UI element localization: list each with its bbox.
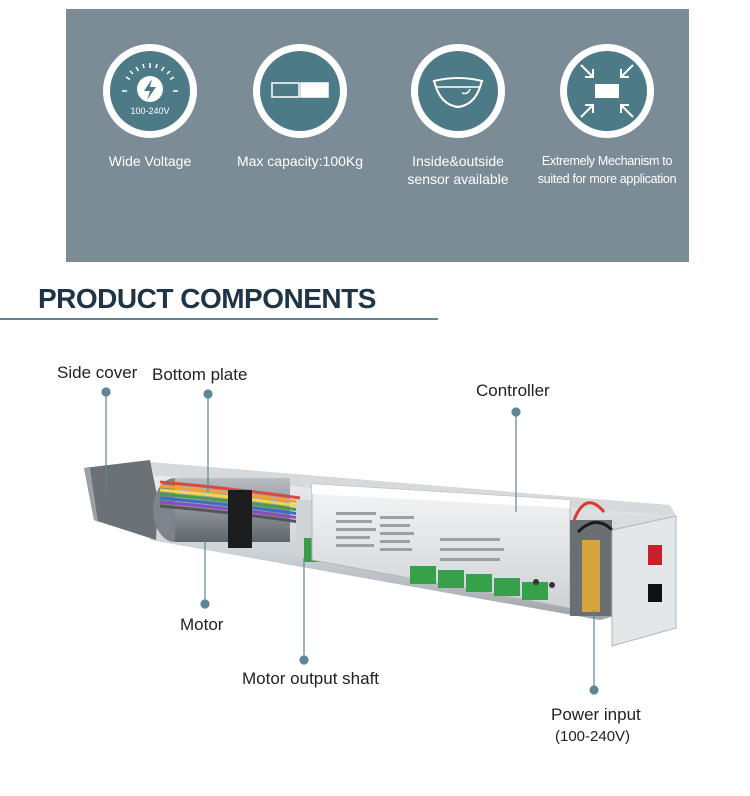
feature-label-line2: suited for more application (537, 172, 677, 186)
controller-top (312, 484, 570, 508)
label-controller: Controller (476, 381, 550, 400)
power-switch (648, 545, 662, 565)
sensor-dome-icon (418, 51, 498, 131)
feature-circle (411, 44, 505, 138)
label-motor-output-shaft: Motor output shaft (242, 669, 380, 688)
label-side-cover: Side cover (57, 363, 138, 382)
leader-lines (101, 387, 599, 695)
capacity-bar-icon (260, 51, 340, 131)
side-cover-edge (84, 468, 98, 522)
label-power-input: Power input (551, 705, 641, 724)
compress-arrows-icon (567, 51, 647, 131)
feature-label: Wide Voltage (108, 153, 192, 169)
feature-mechanism: Extremely Mechanism to suited for more a… (532, 44, 682, 188)
feature-label-line1: Extremely Mechanism to (541, 154, 673, 168)
feature-circle (560, 44, 654, 138)
label-bottom-plate: Bottom plate (152, 365, 248, 384)
feature-label: Extremely Mechanism to suited for more a… (532, 152, 682, 188)
feature-circle: 100-240V (103, 44, 197, 138)
mounting-strap (228, 490, 252, 548)
feature-label-line2: sensor available (407, 171, 509, 187)
section-divider (0, 318, 438, 320)
power-wire-black (576, 521, 614, 534)
feature-label: Inside&outside sensor available (383, 152, 533, 188)
label-power-input-range: (100-240V) (555, 728, 631, 745)
feature-circle (253, 44, 347, 138)
end-panel (611, 515, 677, 647)
feature-label-line1: Inside&outside (412, 153, 504, 169)
power-terminal-strip (582, 540, 600, 612)
feature-wide-voltage: 100-240V Wide Voltage (75, 44, 225, 170)
controller-led (533, 579, 539, 585)
side-cover (84, 460, 158, 540)
controller-print (336, 512, 504, 561)
controller-terminals (410, 566, 548, 600)
feature-sensor: Inside&outside sensor available (383, 44, 533, 188)
voltage-gauge-icon: 100-240V (110, 51, 190, 131)
power-wire-red (572, 501, 606, 521)
feature-label: Max capacity:100Kg (236, 153, 364, 169)
controller-led (549, 582, 555, 588)
section-title: PRODUCT COMPONENTS (38, 283, 376, 314)
voltage-icon-text: 100-240V (130, 106, 169, 116)
power-socket (648, 584, 662, 602)
label-motor: Motor (180, 615, 224, 634)
feature-max-capacity: Max capacity:100Kg (225, 44, 375, 170)
